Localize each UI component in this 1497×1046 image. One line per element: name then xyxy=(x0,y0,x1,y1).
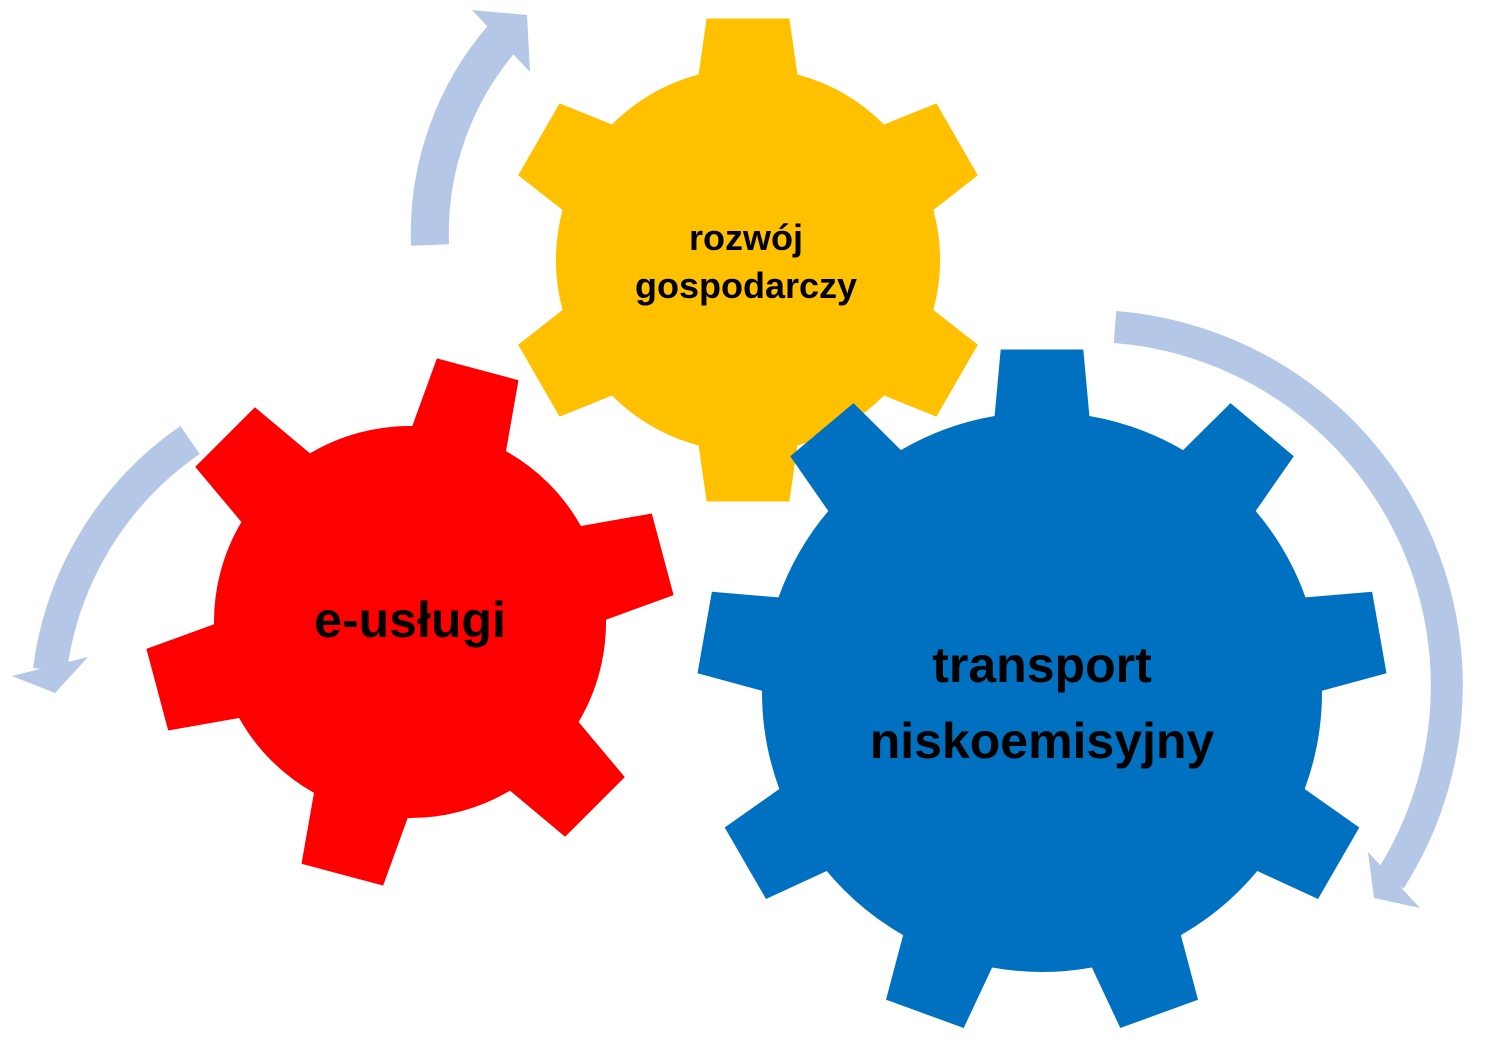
gear-transport-niskoemisyjny: transport niskoemisyjny xyxy=(697,349,1387,1028)
gear-transport-label-line2: niskoemisyjny xyxy=(870,713,1215,769)
arrow-arc xyxy=(410,22,520,246)
gear-e-uslugi-shape xyxy=(146,358,674,886)
gear-transport-label-line1: transport xyxy=(932,637,1152,693)
curved-arrow-right xyxy=(1113,311,1463,908)
arrow-arc xyxy=(1113,311,1463,889)
gear-e-uslugi: e-usługi xyxy=(146,358,674,886)
curved-arrow-left xyxy=(12,426,200,693)
curved-arrow-top-left xyxy=(410,10,530,246)
gear-e-uslugi-label: e-usługi xyxy=(314,592,506,648)
arrow-arc xyxy=(33,426,200,673)
arrow-head xyxy=(12,657,88,693)
gear-rozwoj-label-line2: gospodarczy xyxy=(635,265,857,306)
arrow-head xyxy=(1368,852,1420,908)
arrow-head xyxy=(472,10,530,72)
gear-rozwoj-shape xyxy=(518,18,978,502)
gear-rozwoj-gospodarczy: rozwój gospodarczy xyxy=(518,18,978,502)
gear-rozwoj-label-line1: rozwój xyxy=(689,217,803,258)
gear-transport-shape xyxy=(697,349,1387,1028)
